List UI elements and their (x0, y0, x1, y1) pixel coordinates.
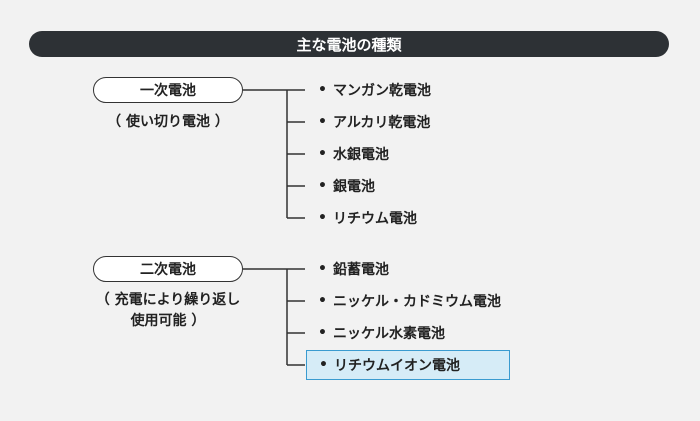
list-item: • ニッケル水素電池 (318, 323, 445, 343)
list-item-highlighted: • リチウムイオン電池 (306, 350, 510, 380)
bullet: • (318, 82, 327, 98)
item-label: リチウム電池 (332, 211, 417, 227)
category-secondary-battery: 二次電池 (93, 256, 243, 282)
list-item: • 鉛蓄電池 (318, 259, 389, 279)
list-item: • リチウム電池 (318, 208, 417, 228)
item-label: アルカリ乾電池 (332, 115, 431, 131)
bullet: • (318, 114, 327, 130)
bullet: • (318, 261, 327, 277)
category-primary-note: （ 使い切り電池 ） (107, 114, 229, 130)
item-label: ニッケル・カドミウム電池 (332, 294, 501, 310)
item-label: 鉛蓄電池 (332, 262, 389, 278)
bullet: • (318, 146, 327, 162)
list-item: • 水銀電池 (318, 144, 389, 164)
list-item: • ニッケル・カドミウム電池 (318, 291, 501, 311)
diagram-title: 主な電池の種類 (29, 31, 669, 57)
list-item: • マンガン乾電池 (318, 80, 431, 100)
bullet: • (318, 210, 327, 226)
category-primary-battery: 一次電池 (93, 77, 243, 103)
bullet: • (318, 293, 327, 309)
item-label: ニッケル水素電池 (332, 326, 445, 342)
category-secondary-note-line2: 使用可能 ） (130, 313, 206, 329)
item-label: リチウムイオン電池 (333, 358, 460, 374)
category-secondary-note-line1: （ 充電により繰り返し (95, 292, 241, 308)
list-item: • 銀電池 (318, 176, 375, 196)
item-label: 銀電池 (332, 179, 375, 195)
item-label: マンガン乾電池 (332, 83, 431, 99)
bullet: • (318, 178, 327, 194)
bullet: • (319, 357, 328, 373)
item-label: 水銀電池 (332, 147, 389, 163)
bullet: • (318, 325, 327, 341)
list-item: • アルカリ乾電池 (318, 112, 430, 132)
